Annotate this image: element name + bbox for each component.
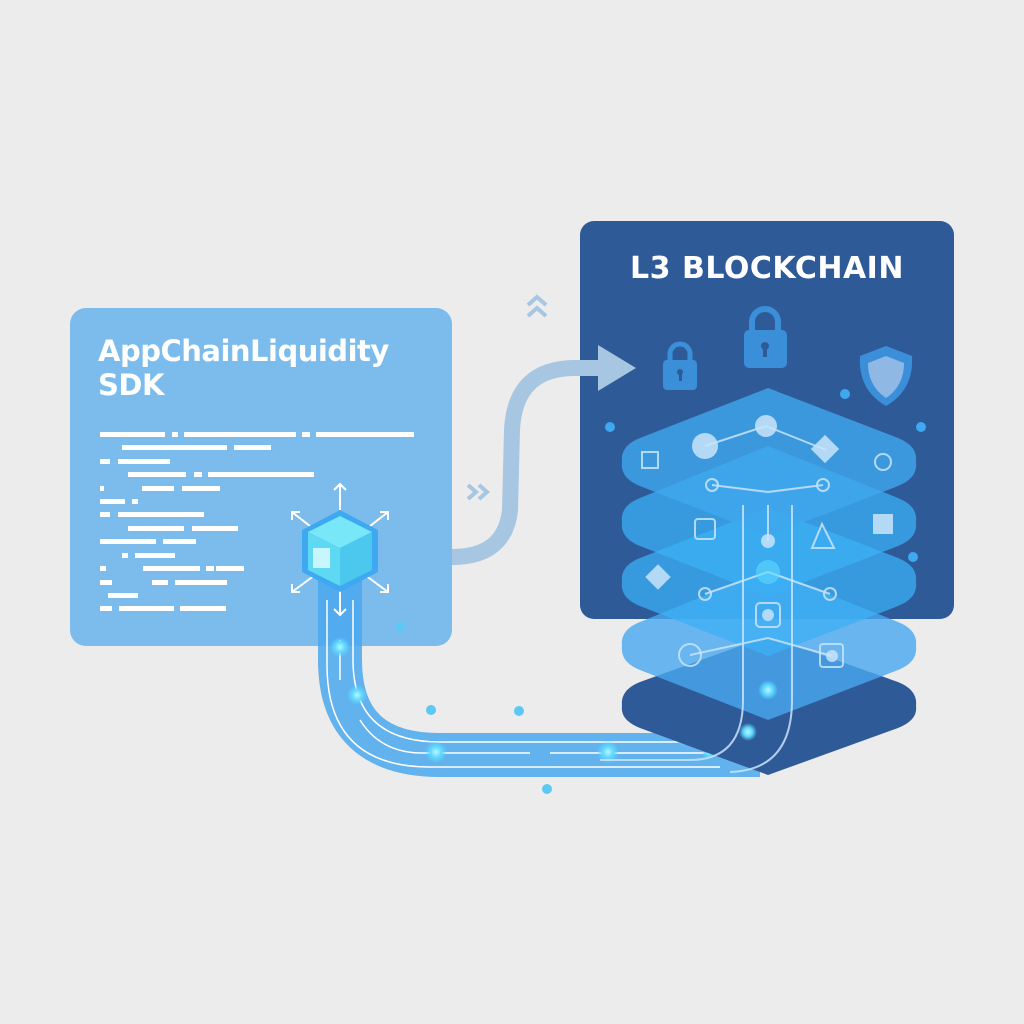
- chevron-right-icon: [466, 483, 491, 501]
- flow-arrow-icon: [451, 345, 636, 565]
- sdk-panel: AppChainLiquidity SDK: [70, 308, 452, 646]
- particle-dots: [395, 622, 552, 794]
- cube-icon: [291, 482, 389, 617]
- shield-icon: [859, 346, 913, 406]
- chevron-up-icon: [526, 294, 548, 318]
- sdk-title-line1: AppChainLiquidity: [98, 334, 389, 368]
- liquidity-pipe: [318, 560, 760, 777]
- blockchain-layers: [600, 388, 917, 775]
- l3-title: L3 BLOCKCHAIN: [630, 251, 904, 286]
- lock-icon: [663, 306, 787, 390]
- accent-dots: [605, 389, 926, 562]
- sdk-title-line2: SDK: [98, 368, 164, 402]
- sdk-title: AppChainLiquidity SDK: [98, 334, 389, 402]
